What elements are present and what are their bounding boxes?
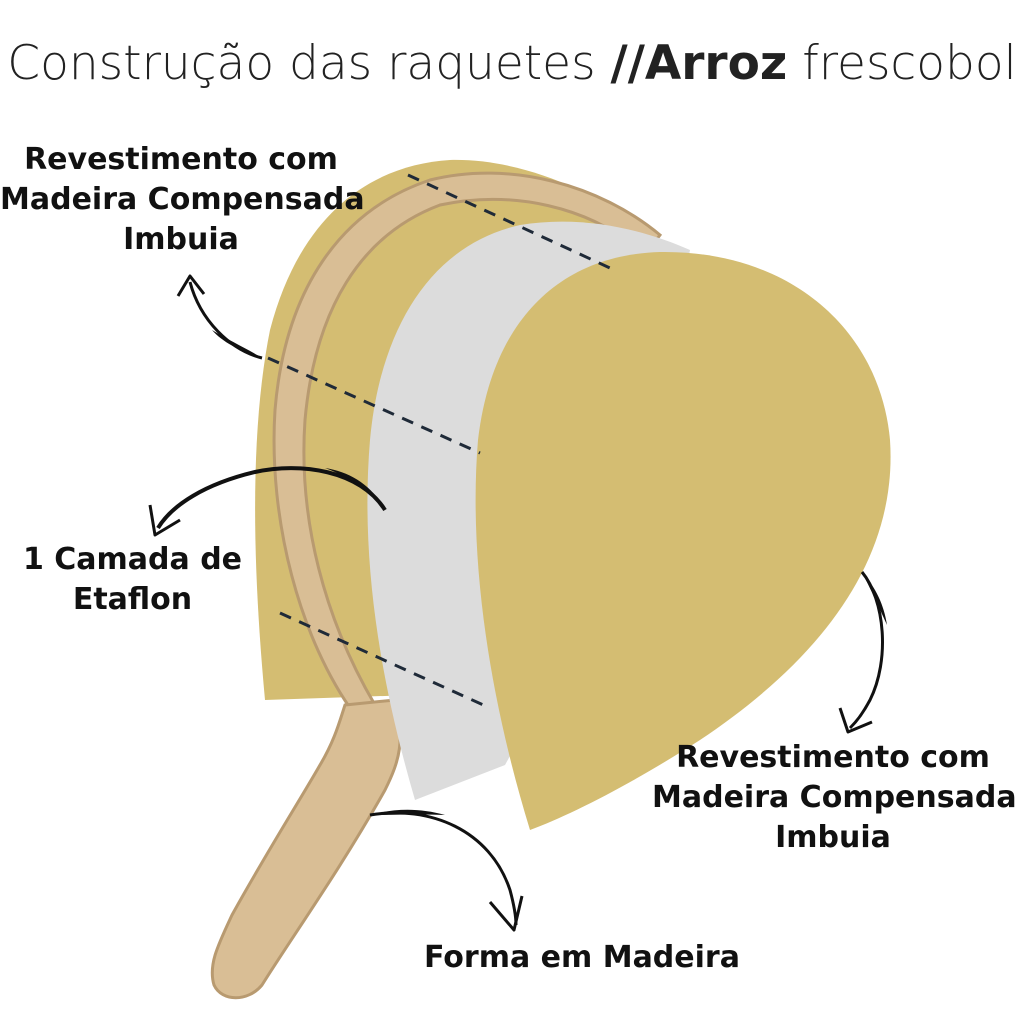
arrow-tail-top-left	[212, 330, 262, 358]
page-title: Construção das raquetes //Arroz frescobo…	[0, 36, 1024, 91]
guide-line-left-1	[267, 356, 481, 455]
arrow-tail-bottom	[370, 809, 445, 815]
wood-handle	[210, 698, 402, 1000]
guide-line-left-2	[279, 611, 491, 710]
label-front-veneer: Revestimento com Madeira Compensada Imbu…	[652, 738, 1017, 858]
arrow-tail-bottom-right	[862, 572, 887, 625]
arrow-middle-left	[156, 466, 387, 530]
label-front-veneer-line-1: Revestimento com	[676, 740, 990, 775]
label-etaflon-line-1: 1 Camada de	[22, 542, 243, 577]
label-top-veneer-line-3: Imbuia	[123, 222, 239, 257]
title-brand: //Arroz	[610, 36, 788, 91]
arrowhead-top-left	[176, 274, 206, 297]
label-front-veneer-line-2: Madeira Compensada	[652, 780, 1017, 815]
arrowhead-bottom-right	[838, 707, 873, 734]
guide-line-top-veneer	[407, 173, 611, 270]
label-wood-form-line-1: Forma em Madeira	[424, 940, 740, 975]
front-veneer-layer	[475, 251, 891, 830]
title-prefix: Construção das raquetes	[7, 36, 611, 91]
label-etaflon-line-2: Etaflon	[72, 582, 193, 617]
label-front-veneer-line-3: Imbuia	[775, 820, 891, 855]
arrowhead-bottom	[488, 895, 524, 932]
label-top-veneer-line-2: Madeira Compensada	[0, 182, 365, 217]
label-top-veneer: Revestimento com Madeira Compensada Imbu…	[0, 140, 365, 260]
title-suffix: frescobol	[787, 36, 1017, 91]
label-wood-form: Forma em Madeira	[400, 938, 764, 978]
arrowhead-middle-left	[148, 504, 181, 537]
wood-frame	[272, 171, 663, 717]
label-top-veneer-line-1: Revestimento com	[24, 142, 338, 177]
arrow-top-left	[188, 281, 263, 360]
label-etaflon: 1 Camada de Etaflon	[10, 540, 255, 620]
